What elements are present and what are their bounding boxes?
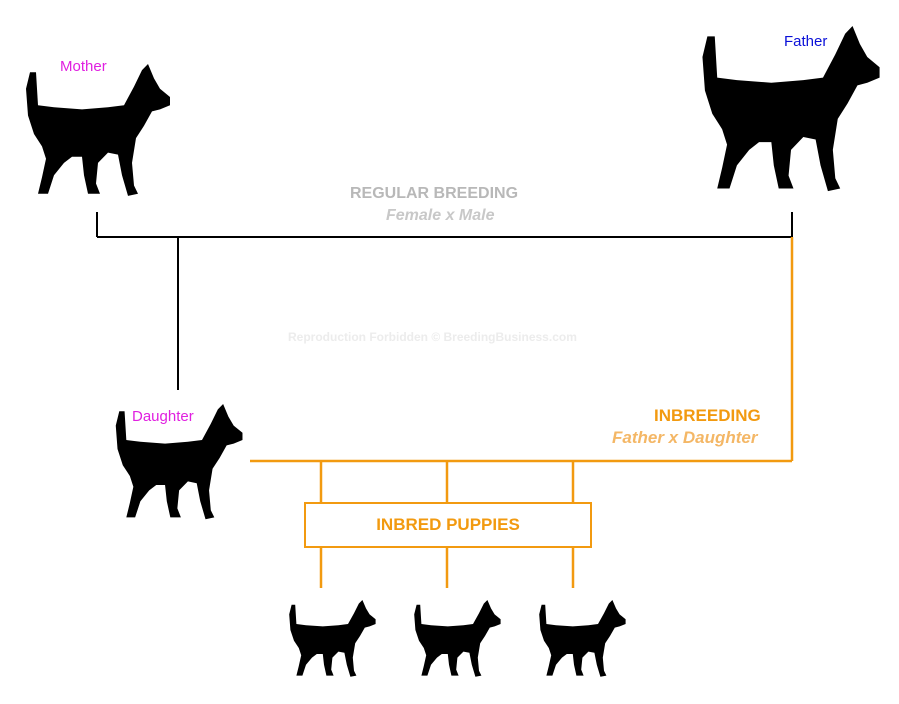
inbred-puppies-label: INBRED PUPPIES: [376, 515, 520, 534]
mother-dog-icon: [26, 64, 170, 196]
inbred-puppies-box: INBRED PUPPIES: [304, 502, 592, 548]
inbreeding-connector: [250, 237, 794, 588]
puppy-dog-icon: [289, 600, 376, 677]
daughter-label: Daughter: [132, 408, 194, 425]
inbreeding-subtitle: Father x Daughter: [612, 428, 758, 447]
mother-label: Mother: [60, 58, 107, 75]
regular-breeding-connector: [96, 212, 793, 390]
father-label: Father: [784, 33, 828, 50]
father-dog-icon: [702, 26, 880, 192]
regular-breeding-subtitle: Female x Male: [386, 207, 495, 224]
puppy-dog-icon: [539, 600, 626, 677]
puppy-dog-icon: [414, 600, 501, 677]
regular-breeding-title: REGULAR BREEDING: [350, 185, 519, 202]
watermark: Reproduction Forbidden © BreedingBusines…: [288, 330, 577, 344]
inbreeding-title: INBREEDING: [654, 406, 761, 425]
